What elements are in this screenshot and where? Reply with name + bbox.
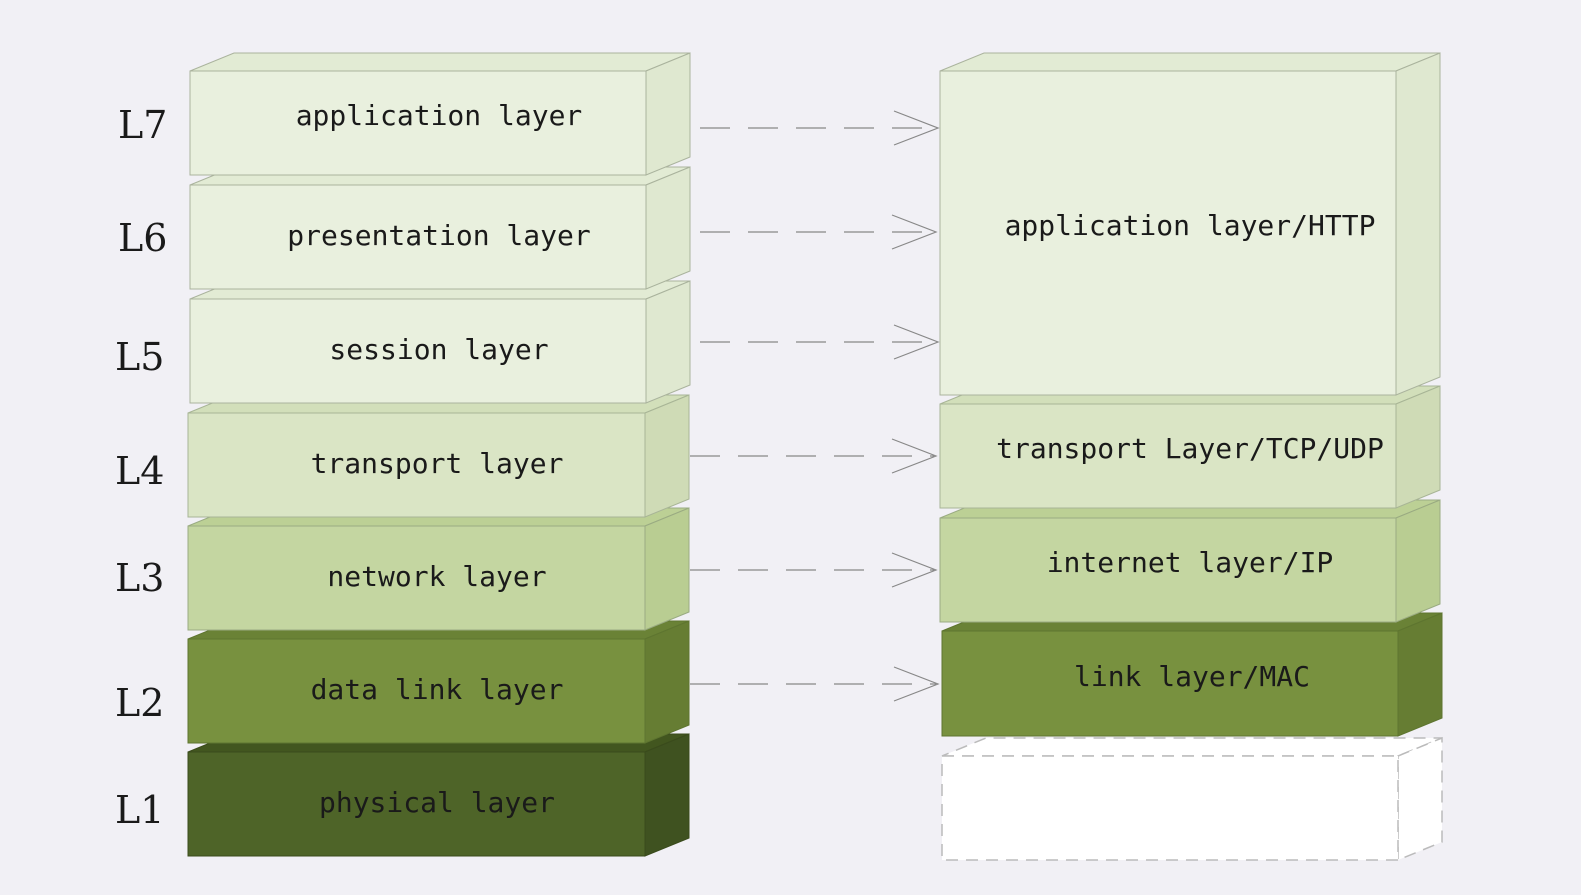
level-label-l1: L1: [115, 788, 164, 832]
osi-layer-data-link-label: data link layer: [311, 673, 564, 706]
osi-layer-application-label: application layer: [296, 99, 583, 132]
tcpip-layer-internet: internet layer/IP: [939, 499, 1441, 623]
tcpip-stack: link layer/MAC internet layer/IP transpo…: [939, 52, 1443, 862]
tcpip-layer-application-label: application layer/HTTP: [1005, 209, 1376, 242]
tcpip-layer-empty-placeholder: [941, 736, 1443, 862]
level-label-l2: L2: [115, 681, 164, 725]
osi-layer-physical: physical layer: [187, 733, 690, 857]
arrow-presentation: [700, 214, 938, 250]
osi-layer-physical-label: physical layer: [319, 786, 555, 819]
level-label-l4: L4: [115, 449, 164, 493]
tcpip-layer-link-label: link layer/MAC: [1074, 660, 1310, 693]
arrow-data-link: [690, 666, 940, 702]
osi-layer-presentation: presentation layer: [189, 166, 691, 290]
arrow-application: [700, 110, 940, 146]
level-label-l3: L3: [115, 556, 164, 600]
tcpip-layer-application: application layer/HTTP: [939, 52, 1441, 396]
level-label-l5: L5: [115, 335, 164, 379]
osi-layer-network-label: network layer: [327, 560, 546, 593]
arrow-session: [700, 324, 940, 360]
osi-layer-application: application layer: [189, 52, 691, 176]
level-label-l7: L7: [118, 103, 167, 147]
level-label-l6: L6: [118, 216, 167, 260]
tcpip-layer-transport-label: transport Layer/TCP/UDP: [996, 432, 1384, 465]
osi-layer-session-label: session layer: [329, 333, 548, 366]
osi-layer-transport: transport layer: [187, 394, 690, 518]
osi-layer-transport-label: transport layer: [311, 447, 564, 480]
level-labels: L7 L6 L5 L4 L3 L2 L1: [115, 103, 167, 832]
tcpip-layer-internet-label: internet layer/IP: [1047, 546, 1334, 579]
osi-stack: physical layer data link layer network l…: [187, 52, 691, 857]
arrow-network: [690, 552, 938, 588]
osi-layer-presentation-label: presentation layer: [287, 219, 590, 252]
arrow-transport: [690, 438, 938, 474]
tcpip-layer-transport: transport Layer/TCP/UDP: [939, 385, 1441, 509]
tcpip-layer-link: link layer/MAC: [941, 612, 1443, 737]
osi-layer-data-link: data link layer: [187, 620, 690, 744]
mapping-arrows: [690, 110, 940, 702]
osi-layer-session: session layer: [189, 280, 691, 404]
osi-layer-network: network layer: [187, 507, 690, 631]
